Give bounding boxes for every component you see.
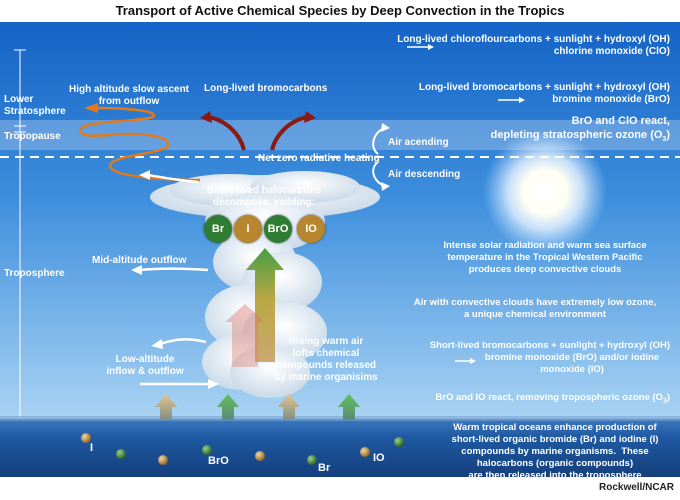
- sea-label-io: IO: [373, 452, 385, 464]
- cfc-note-line1: Long-lived chloroflourcarbons + sunlight…: [397, 34, 670, 45]
- rising-warm-air-label: Rising warm air lofts chemical compounds…: [274, 336, 378, 383]
- lower-stratosphere-label: Lower Stratosphere: [4, 94, 66, 117]
- sun: [483, 130, 607, 254]
- react-note-line2: depleting stratospheric ozone (O3): [490, 129, 670, 144]
- troposphere-label: Troposphere: [4, 268, 65, 279]
- upper-outflow-arrow: [147, 173, 199, 184]
- low-altitude-label: Low-altitude inflow & outflow: [106, 354, 184, 377]
- cfc-note-line2: chlorine monoxide (ClO): [553, 46, 670, 57]
- air-ascending-label: Air acending: [388, 137, 449, 148]
- bro-io-react-note: BrO and IO react, removing tropospheric …: [435, 392, 670, 405]
- sea-label-bro: BrO: [208, 455, 229, 467]
- short-lived-halocarbons-label: Short-lived halocarbons decompose, yeild…: [206, 185, 322, 208]
- net-zero-label: Net zero radiative heating: [258, 153, 380, 164]
- sea-label-br: Br: [318, 462, 331, 474]
- low-outflow-arrow: [159, 338, 207, 346]
- bromo-note-line1: Long-lived bromocarbons + sunlight + hyd…: [418, 82, 670, 93]
- page-title: Transport of Active Chemical Species by …: [0, 0, 680, 22]
- low-ozone-note: Air with convective clouds have extremel…: [413, 297, 657, 320]
- io-badge: IO: [297, 215, 325, 243]
- air-descending-label: Air descending: [388, 169, 461, 180]
- solar-radiation-note: Intense solar radiation and warm sea sur…: [443, 240, 647, 275]
- short-lived-note-line2: bromine monoxide (BrO) and/or iodine mon…: [484, 352, 660, 375]
- stratosphere-arrow-left: [207, 115, 246, 151]
- high-altitude-label: High altitude slow ascent from outflow: [68, 84, 190, 107]
- i-badge: I: [234, 215, 262, 243]
- bromo-note-line2: bromine monoxide (BrO): [552, 94, 670, 105]
- ocean: [0, 419, 680, 477]
- diagram-scene: Lower Stratosphere Tropopause Tropospher…: [0, 22, 680, 477]
- mid-outflow-arrow: [139, 267, 209, 272]
- warm-air-arrow: [225, 304, 265, 367]
- br-badge: Br: [204, 215, 232, 243]
- slow-ascent-path: [78, 106, 201, 182]
- mid-altitude-label: Mid-altitude outflow: [92, 255, 187, 266]
- short-lived-note-line1: Short-lived bromocarbons + sunlight + hy…: [429, 340, 670, 351]
- diagram-background: [0, 22, 680, 477]
- sea-particles: [81, 433, 404, 465]
- ocean-updraft-arrows: [155, 394, 360, 420]
- react-note-line1: BrO and ClO react,: [571, 115, 670, 127]
- long-lived-bromocarbons-label: Long-lived bromocarbons: [204, 83, 328, 94]
- sea-label-i: I: [90, 442, 94, 454]
- stratosphere-arrow-right: [270, 115, 309, 151]
- tropopause-label: Tropopause: [4, 131, 61, 142]
- ocean-note: Warm tropical oceans enhance production …: [451, 422, 659, 477]
- bro-badge: BrO: [264, 215, 292, 243]
- credit-label: Rockwell/NCAR: [598, 482, 674, 493]
